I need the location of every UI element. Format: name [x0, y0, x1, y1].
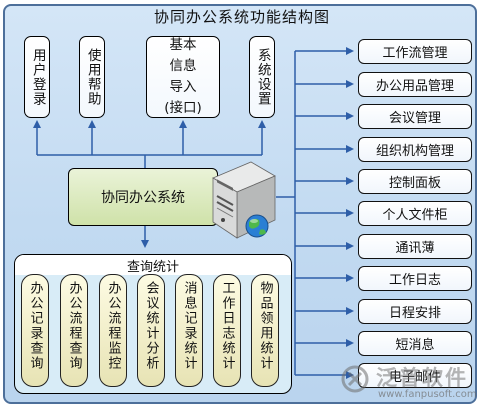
module-info-import-line: 导入: [169, 79, 197, 95]
module-email: 电子邮件: [358, 363, 472, 388]
module-organization: 组织机构管理: [358, 137, 472, 162]
watermark-logo-icon: [341, 365, 369, 393]
query-item: 办公流程查询: [60, 274, 88, 387]
module-user-login-label: 用户登录: [29, 48, 46, 106]
module-address-book: 通讯薄: [358, 234, 472, 259]
module-info-import: 基本 信息 导入 (接口): [146, 36, 220, 118]
query-item-label: 办公流程监控: [105, 281, 121, 371]
query-item: 会议统计分析: [137, 274, 165, 387]
module-system-settings: 系统设置: [249, 36, 275, 118]
core-system-box: 协同办公系统: [68, 168, 218, 226]
module-work-log: 工作日志: [358, 266, 472, 291]
query-item: 工作日志统计: [213, 274, 241, 387]
module-schedule: 日程安排: [358, 299, 472, 324]
query-item: 办公流程监控: [99, 274, 127, 387]
query-item: 消息记录统计: [175, 274, 203, 387]
module-user-login: 用户登录: [24, 36, 50, 118]
module-system-settings-label: 系统设置: [254, 48, 271, 106]
watermark-url: www.fanpusoft.com: [378, 389, 477, 400]
query-item-label: 物品领用统计: [257, 281, 273, 371]
module-help: 使用帮助: [79, 36, 105, 118]
globe-icon: [245, 214, 269, 238]
module-meeting: 会议管理: [358, 104, 472, 129]
module-info-import-line: (接口): [164, 100, 202, 116]
module-info-import-line: 信息: [169, 58, 197, 74]
watermark: 泛普软件 www.fanpusoft.com: [340, 362, 480, 406]
query-item-label: 会议统计分析: [143, 281, 159, 371]
module-control-panel: 控制面板: [358, 169, 472, 194]
module-help-label: 使用帮助: [84, 48, 101, 106]
query-statistics-panel: 查询统计 办公记录查询 办公流程查询 办公流程监控 会议统计分析 消息记录统计 …: [14, 254, 292, 394]
watermark-main-text: 泛普软件: [376, 366, 468, 390]
module-office-supplies: 办公用品管理: [358, 72, 472, 97]
query-item-label: 消息记录统计: [181, 281, 197, 371]
query-item-label: 办公记录查询: [27, 281, 43, 371]
module-info-import-line: 基本: [169, 37, 197, 53]
query-item: 物品领用统计: [251, 274, 279, 387]
query-item-label: 工作日志统计: [219, 281, 235, 371]
query-item-label: 办公流程查询: [66, 281, 82, 371]
module-workflow: 工作流管理: [358, 39, 472, 64]
server-icon: [212, 161, 276, 239]
query-item: 办公记录查询: [21, 274, 49, 387]
query-statistics-title: 查询统计: [15, 255, 291, 275]
module-short-message: 短消息: [358, 331, 472, 356]
diagram-title: 协同办公系统功能结构图: [153, 8, 330, 26]
module-personal-files: 个人文件柜: [358, 201, 472, 226]
